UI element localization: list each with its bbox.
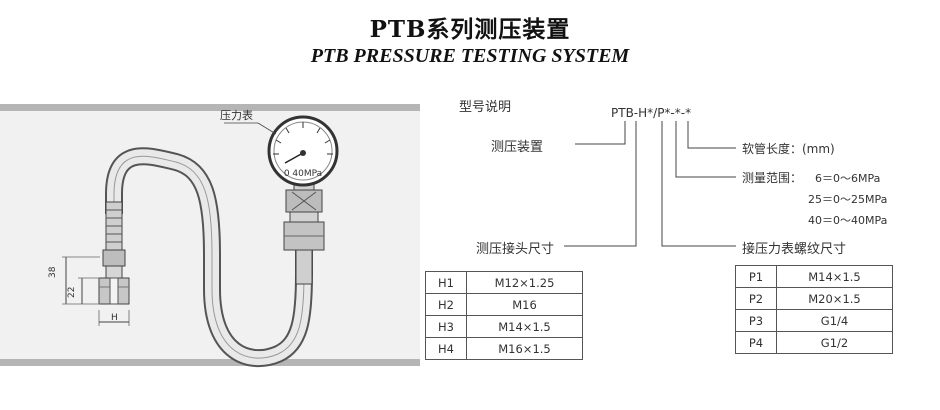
- table-row: P2 M20×1.5: [735, 287, 893, 310]
- p-code: P2: [735, 287, 777, 310]
- h-code: H2: [425, 293, 467, 316]
- h-value: M16: [466, 293, 583, 316]
- dimension-H: H: [111, 313, 118, 323]
- h-value: M14×1.5: [466, 315, 583, 338]
- h-value: M16×1.5: [466, 337, 583, 360]
- range-25: 25＝0～25MPa: [808, 193, 888, 206]
- pressure-test-drawing: 38 22 H 0 40MPa 压力表: [0, 104, 420, 368]
- p-code: P1: [735, 265, 777, 288]
- title-english: PTB PRESSURE TESTING SYSTEM: [310, 45, 630, 67]
- label-measure-range: 测量范围：: [742, 171, 803, 185]
- gauge-dial-text: 0 40MPa: [284, 169, 322, 179]
- dimension-38: 38: [48, 266, 58, 278]
- table-row: P4 G1/2: [735, 331, 893, 354]
- label-gauge-thread: 接压力表螺纹尺寸: [742, 242, 847, 257]
- p-code: P4: [735, 331, 777, 354]
- table-row: H4 M16×1.5: [425, 337, 583, 360]
- label-hose-length: 软管长度：(mm): [742, 142, 835, 156]
- gauge-label: 压力表: [220, 108, 253, 122]
- p-value: G1/4: [776, 309, 893, 332]
- range-6: 6＝0～6MPa: [815, 172, 881, 185]
- p-value: G1/2: [776, 331, 893, 354]
- h-value: M12×1.25: [466, 271, 583, 294]
- dimension-22: 22: [67, 287, 77, 298]
- p-code: P3: [735, 309, 777, 332]
- model-code: PTB-H*/P*-*-*: [611, 106, 692, 120]
- label-joint-size: 测压接头尺寸: [476, 242, 555, 257]
- table-row: H3 M14×1.5: [425, 315, 583, 338]
- table-row: P1 M14×1.5: [735, 265, 893, 288]
- model-heading: 型号说明: [459, 100, 512, 115]
- table-row: H2 M16: [425, 293, 583, 316]
- p-value: M20×1.5: [776, 287, 893, 310]
- joint-size-table: H1 M12×1.25 H2 M16 H3 M14×1.5 H4 M16×1.5: [425, 271, 583, 360]
- h-code: H3: [425, 315, 467, 338]
- label-test-device: 测压装置: [491, 140, 544, 155]
- h-code: H1: [425, 271, 467, 294]
- table-row: H1 M12×1.25: [425, 271, 583, 294]
- h-code: H4: [425, 337, 467, 360]
- range-40: 40＝0～40MPa: [808, 214, 888, 227]
- p-value: M14×1.5: [776, 265, 893, 288]
- title-chinese: PTB系列测压装置: [369, 16, 571, 43]
- table-row: P3 G1/4: [735, 309, 893, 332]
- gauge-thread-table: P1 M14×1.5 P2 M20×1.5 P3 G1/4 P4 G1/2: [735, 265, 893, 354]
